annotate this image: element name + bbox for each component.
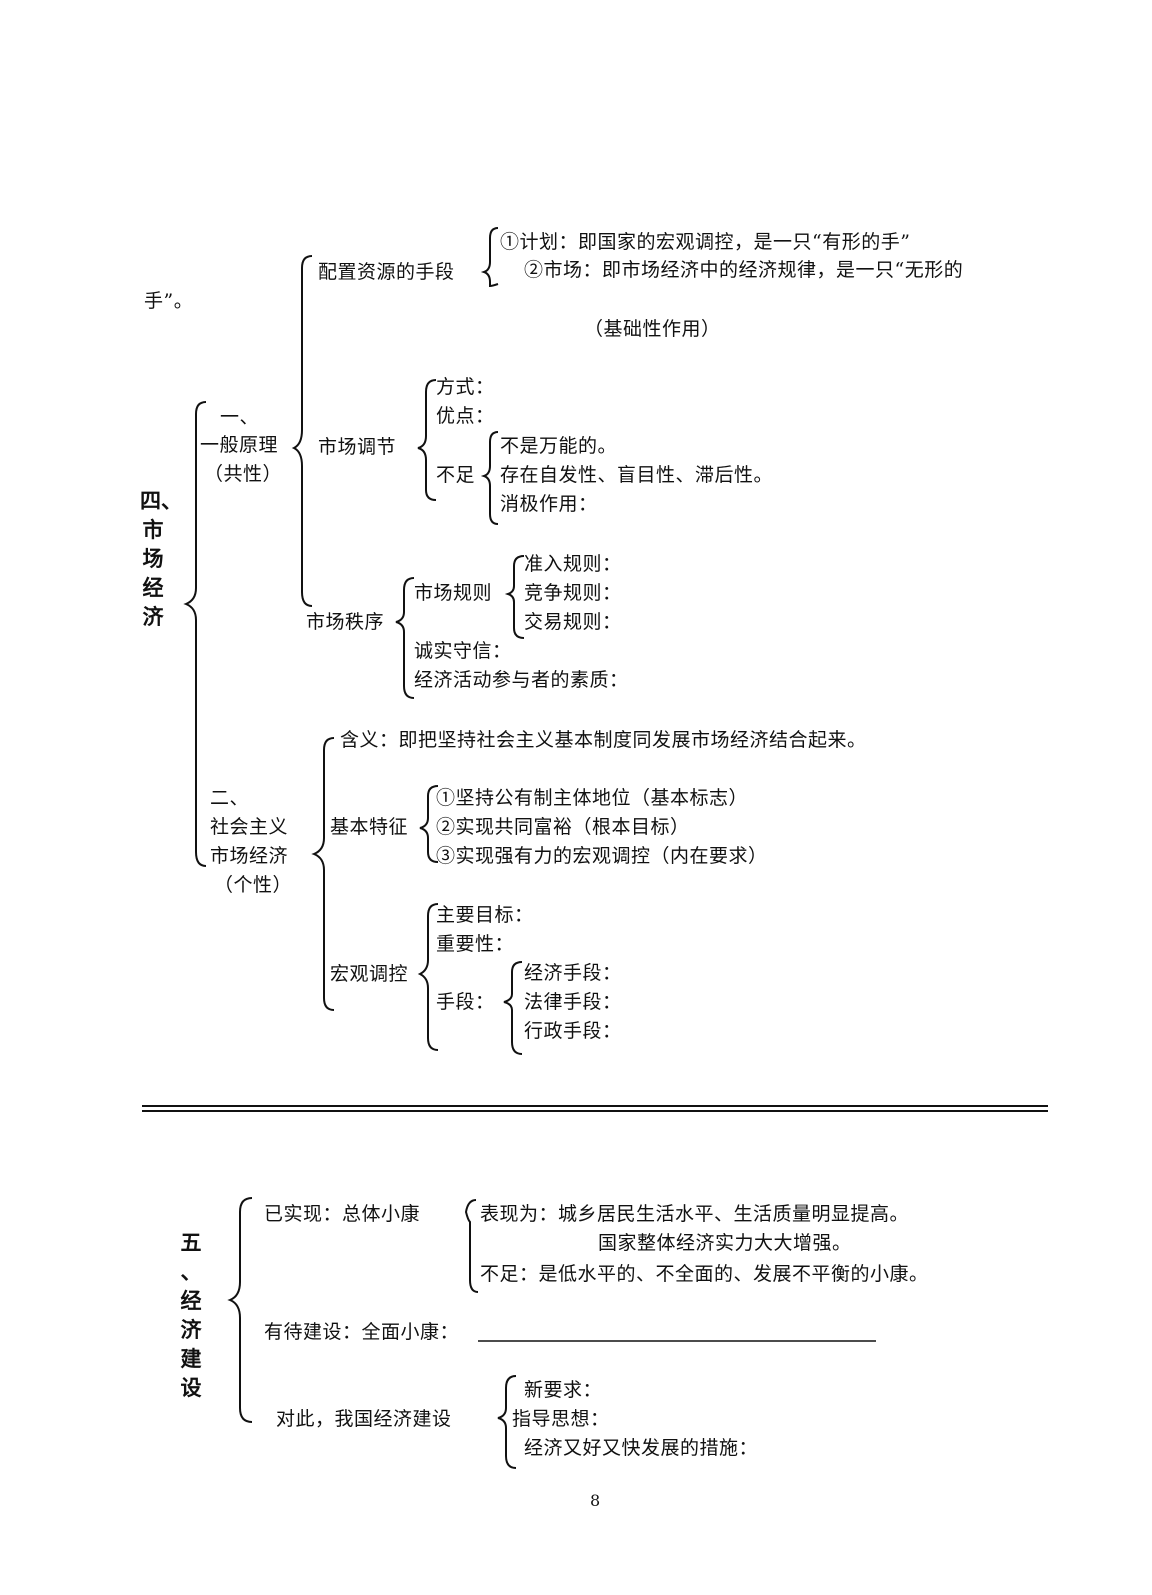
order-honesty: 诚实守信： — [414, 640, 512, 662]
regulation-shortage: 不足 — [436, 464, 476, 486]
section5-title-char: 五 — [180, 1230, 202, 1255]
macro-goal: 主要目标： — [436, 904, 534, 926]
regulation-label: 市场调节 — [318, 436, 397, 458]
feature-item: ①坚持公有制主体地位（基本标志） — [436, 787, 749, 809]
regulation-method: 方式： — [436, 376, 495, 398]
socialist-name-line2: 市场经济 — [210, 845, 289, 867]
socialist-name-line1: 社会主义 — [210, 816, 289, 838]
means-item: 法律手段： — [524, 991, 622, 1013]
rule-item: 交易规则： — [524, 611, 622, 633]
shortage-item: 消极作用： — [500, 493, 598, 515]
resource-label-text: 配置资源的手段 — [318, 261, 455, 283]
shortage-item: 存在自发性、盲目性、滞后性。 — [500, 464, 774, 486]
section5-new-req: 新要求： — [524, 1379, 603, 1401]
section4-title-char: 场 — [142, 546, 164, 571]
resource-label: 配置资源的手段 — [318, 261, 455, 283]
order-quality: 经济活动参与者的素质： — [414, 669, 629, 691]
section5-title-char: 经 — [180, 1288, 202, 1313]
brace-section5 — [227, 1197, 253, 1423]
socialist-num: 二、 — [210, 787, 250, 809]
socialist-meaning: 含义：即把坚持社会主义基本制度同发展市场经济结合起来。 — [340, 729, 867, 751]
macro-means: 手段： — [436, 991, 495, 1013]
brace-order — [395, 577, 415, 699]
section4-title-char: 济 — [142, 604, 164, 629]
section5-therefore: 对此，我国经济建设 — [276, 1408, 452, 1430]
section5-performance-1: 表现为：城乡居民生活水平、生活质量明显提高。 — [480, 1203, 910, 1225]
section4-title-char: 四、 — [140, 488, 182, 513]
features-label: 基本特征 — [330, 816, 409, 838]
regulation-merit: 优点： — [436, 405, 495, 427]
general-note: （共性） — [204, 463, 283, 485]
resource-market-line1: ②市场：即市场经济中的经济规律，是一只“无形的 — [524, 259, 964, 281]
section5-title-char: 建 — [180, 1346, 202, 1371]
brace-general — [291, 255, 313, 607]
order-rules: 市场规则 — [414, 582, 493, 604]
resource-market-line2: 手”。 — [144, 290, 194, 312]
section4-title-char: 市 — [142, 517, 164, 542]
means-item: 行政手段： — [524, 1020, 622, 1042]
section5-insufficient: 不足：是低水平的、不全面的、发展不平衡的小康。 — [480, 1263, 929, 1285]
brace-section4 — [183, 401, 207, 867]
shortage-item: 不是万能的。 — [500, 435, 618, 457]
section5-achieved: 已实现：总体小康 — [264, 1203, 421, 1225]
brace-rules — [504, 555, 525, 639]
section5-title-char: 济 — [180, 1317, 202, 1342]
brace-resource — [480, 227, 499, 288]
macro-label: 宏观调控 — [330, 963, 409, 985]
order-label: 市场秩序 — [306, 611, 385, 633]
section5-guiding: 指导思想： — [512, 1408, 610, 1430]
rule-item: 竞争规则： — [524, 582, 622, 604]
section5-title: 五 、 经 济 建 设 — [178, 1228, 204, 1402]
brace-regulation — [417, 379, 437, 501]
macro-importance: 重要性： — [436, 933, 515, 955]
section5-performance-2: 国家整体经济实力大大增强。 — [598, 1232, 852, 1254]
section5-pending: 有待建设：全面小康： — [264, 1321, 460, 1343]
section5-title-char: 、 — [180, 1259, 202, 1284]
general-name: 一般原理 — [200, 434, 279, 456]
brace-achieved — [464, 1199, 479, 1293]
feature-item: ③实现强有力的宏观调控（内在要求） — [436, 845, 768, 867]
general-num: 一、 — [220, 406, 260, 428]
resource-plan: ①计划：即国家的宏观调控，是一只“有形的手” — [500, 231, 911, 253]
rule-item: 准入规则： — [524, 553, 622, 575]
brace-means — [503, 961, 523, 1055]
brace-shortage — [480, 431, 499, 525]
means-item: 经济手段： — [524, 962, 622, 984]
section4-title-char: 经 — [142, 575, 164, 600]
socialist-note: （个性） — [214, 874, 293, 896]
resource-market-note: （基础性作用） — [584, 318, 721, 340]
section4-title: 四、 市 场 经 济 — [140, 486, 182, 631]
feature-item: ②实现共同富裕（根本目标） — [436, 816, 690, 838]
section5-title-char: 设 — [180, 1375, 202, 1400]
section5-measures: 经济又好又快发展的措施： — [524, 1437, 759, 1459]
page-number: 8 — [590, 1491, 601, 1510]
